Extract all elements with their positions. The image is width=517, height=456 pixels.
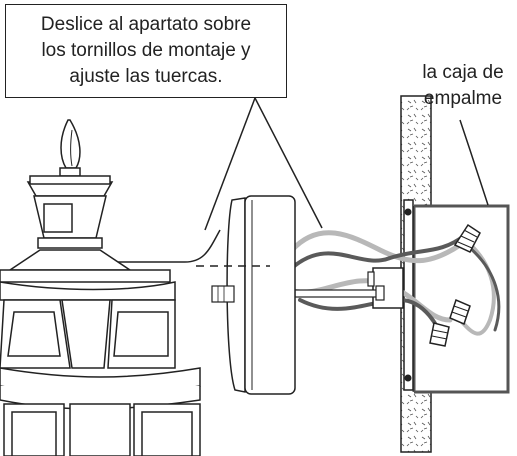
callout-line: los tornillos de montaje y — [41, 40, 251, 61]
callout-leader-line — [254, 97, 323, 229]
callout-leader-line — [204, 97, 256, 231]
mounting-bracket-icon — [294, 267, 404, 309]
lantern-fixture-icon — [0, 119, 201, 456]
fixture-arm — [96, 229, 221, 263]
junction-label-line: la caja de — [422, 62, 504, 83]
junction-leader-line — [459, 119, 489, 206]
instruction-callout: Deslice al apartato sobre los tornillos … — [5, 4, 287, 98]
callout-line: Deslice al apartato sobre — [40, 14, 252, 35]
junction-label-line: empalme — [423, 88, 503, 109]
fixture-canopy — [211, 195, 296, 395]
callout-line: ajuste las tuercas. — [69, 66, 223, 87]
junction-box-icon — [412, 204, 510, 394]
wire-nut-icon — [453, 223, 481, 253]
junction-box-label: la caja de empalme — [408, 60, 517, 112]
wire-nut-icon — [429, 322, 450, 347]
wire-nut-icon — [449, 298, 471, 326]
